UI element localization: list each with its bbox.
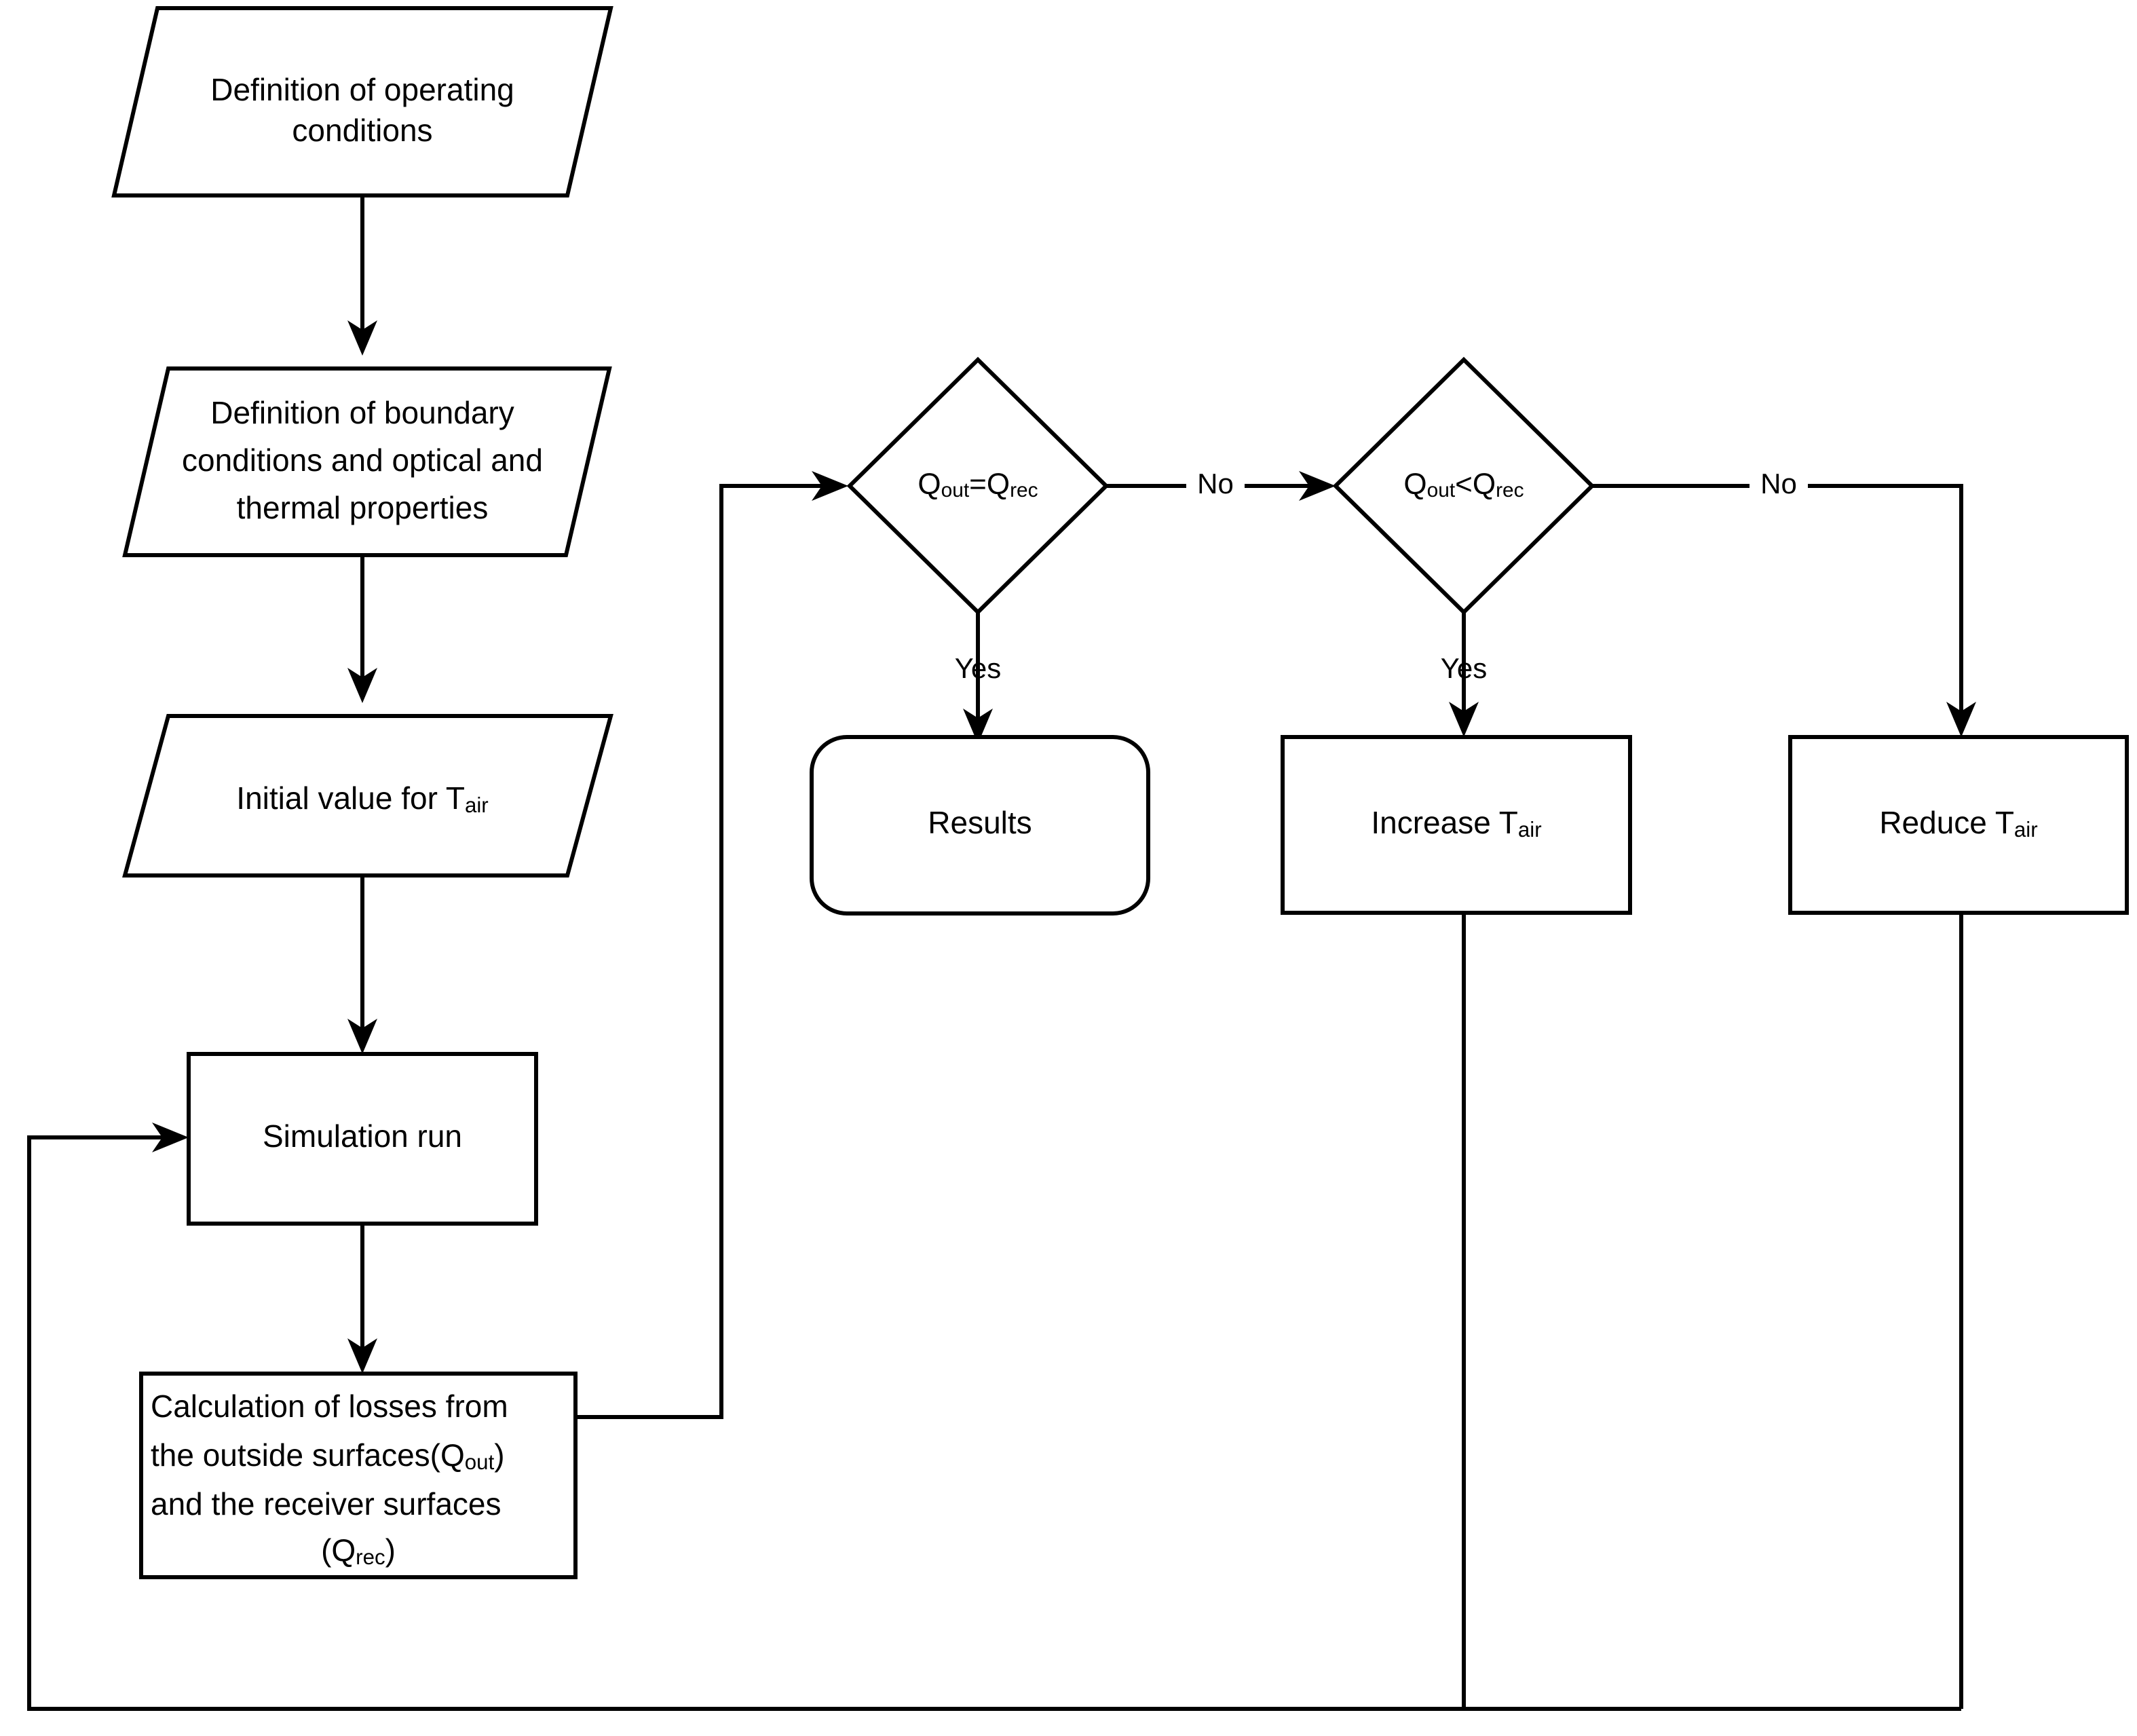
definition-operating-line1: Definition of operating xyxy=(210,72,514,107)
node-definition-boundary-conditions[interactable]: Definition of boundary conditions and op… xyxy=(122,366,612,557)
results-label: Results xyxy=(928,805,1032,840)
calculation-line2: the outside surfaces(Qout) xyxy=(151,1437,505,1474)
node-results[interactable]: Results xyxy=(810,735,1150,916)
edge-decision-equal-yes xyxy=(963,611,993,744)
edge-label-equal-no: No xyxy=(1186,467,1245,506)
definition-operating-line2: conditions xyxy=(292,113,432,148)
node-decision-qout-less-qrec[interactable]: Qout<Qrec xyxy=(1332,356,1595,616)
calculation-line1: Calculation of losses from xyxy=(151,1389,508,1424)
edge-simulation-to-calculation xyxy=(347,1222,377,1374)
calculation-line3: and the receiver surfaces xyxy=(151,1486,502,1522)
edge-label-yes-less: Yes xyxy=(1441,652,1488,684)
node-simulation-run[interactable]: Simulation run xyxy=(187,1052,538,1226)
edge-label-equal-yes: Yes xyxy=(955,652,1002,684)
edge-operating-to-boundary xyxy=(347,195,377,356)
definition-boundary-line2: conditions and optical and xyxy=(182,442,543,478)
edge-label-no-equal: No xyxy=(1197,468,1234,499)
node-initial-value-tair[interactable]: Initial value for Tair xyxy=(122,714,613,878)
simulation-run-label: Simulation run xyxy=(263,1118,462,1154)
edge-label-yes-equal: Yes xyxy=(955,652,1002,684)
reduce-tair-label: Reduce Tair xyxy=(1879,805,2037,842)
edge-loop-back-to-simulation xyxy=(27,1122,1961,1711)
edge-decision-less-no xyxy=(1592,484,1976,737)
edge-label-less-no: No xyxy=(1750,467,1808,506)
node-calculation-of-losses[interactable]: Calculation of losses from the outside s… xyxy=(139,1372,578,1579)
edge-label-no-less: No xyxy=(1760,468,1797,499)
edge-decision-less-yes xyxy=(1449,611,1479,737)
node-reduce-tair[interactable]: Reduce Tair xyxy=(1788,735,2129,915)
edge-label-less-yes: Yes xyxy=(1441,652,1488,684)
decision-equal-label: Qout=Qrec xyxy=(918,468,1038,502)
decision-less-label: Qout<Qrec xyxy=(1403,468,1524,502)
node-definition-operating-conditions[interactable]: Definition of operating conditions xyxy=(111,6,613,197)
calculation-line4: (Qrec) xyxy=(321,1532,396,1569)
initial-value-label: Initial value for Tair xyxy=(236,780,488,817)
node-increase-tair[interactable]: Increase Tair xyxy=(1281,735,1632,915)
definition-boundary-line3: thermal properties xyxy=(237,490,489,525)
node-decision-qout-equals-qrec[interactable]: Qout=Qrec xyxy=(846,356,1110,616)
increase-tair-label: Increase Tair xyxy=(1371,805,1541,842)
definition-boundary-line1: Definition of boundary xyxy=(210,395,514,430)
edge-calculation-to-decision-equal xyxy=(575,471,848,1419)
